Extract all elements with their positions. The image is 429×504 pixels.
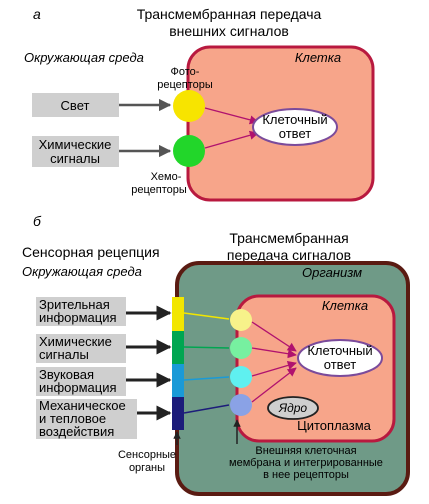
sense-organs-label-1: Сенсорные — [118, 449, 176, 461]
chemoreceptor-label-1: Хемо- — [151, 171, 182, 183]
sense-bar-mechanical — [172, 397, 184, 430]
input-chemical-label-1: Химические — [39, 137, 112, 152]
panel-b-response-label-1: Клеточный — [307, 343, 372, 358]
photoreceptor-label-1: Фото- — [171, 66, 200, 78]
panel-b-letter: б — [33, 213, 42, 229]
panel-a-environment-label: Окружающая среда — [24, 50, 144, 65]
panel-b-title-line-1: Трансмембранная — [229, 230, 348, 246]
membrane-label-1: Внешняя клеточная — [255, 445, 356, 457]
input-light-box — [32, 93, 119, 117]
photo-response-arrow — [204, 107, 259, 125]
panel-b-cell-label: Клетка — [322, 298, 368, 313]
chemoreceptor-circle — [173, 135, 205, 167]
input-chemical-b-label-1: Химические — [39, 334, 112, 349]
input-chemical-box — [32, 136, 119, 167]
sense-bar-visual — [172, 297, 184, 331]
input-mechanical-box — [36, 399, 137, 439]
input-light-label: Свет — [61, 98, 90, 113]
sense-bar-chemical — [172, 331, 184, 364]
mechanical-receptor-arrow — [183, 404, 230, 414]
input-chemical-b-box — [36, 334, 126, 363]
panel-b-response-label-2: ответ — [324, 357, 356, 372]
receptor-sound — [230, 366, 252, 388]
panel-a-cell-label: Клетка — [295, 50, 341, 65]
panel-b: б Сенсорная рецепция Трансмембранная пер… — [22, 213, 410, 496]
visual-receptor-arrow — [183, 312, 230, 320]
input-mechanical-label-3: воздействия — [39, 424, 114, 439]
organism-label: Организм — [302, 265, 362, 280]
panel-a-letter: а — [33, 6, 41, 22]
panel-b-response-ellipse — [297, 339, 383, 377]
panel-b-title-line-2: передача сигналов — [227, 247, 351, 263]
receptor-chemical — [230, 337, 252, 359]
panel-a-title-line-2: внешних сигналов — [169, 23, 289, 39]
panel-a: а Трансмембранная передача внешних сигна… — [24, 6, 375, 202]
panel-a-response-label-1: Клеточный — [262, 112, 327, 127]
response-arrow-1 — [251, 321, 297, 352]
panel-a-response-ellipse — [252, 108, 338, 146]
input-sound-label-2: информация — [39, 380, 117, 395]
panel-a-title-line-1: Трансмембранная передача — [137, 6, 322, 22]
nucleus — [267, 396, 319, 420]
chemical-receptor-arrow — [183, 346, 230, 349]
cytoplasm-label: Цитоплазма — [297, 418, 372, 433]
input-chemical-b-label-2: сигналы — [39, 347, 89, 362]
chemo-response-arrow — [204, 130, 259, 149]
response-arrow-3 — [251, 360, 297, 377]
response-arrow-2 — [251, 347, 297, 359]
receptor-mechanical — [230, 394, 252, 416]
receptor-visual — [230, 309, 252, 331]
input-chemical-label-2: сигналы — [50, 151, 100, 166]
sense-organs-label-2: органы — [129, 462, 165, 474]
response-arrow-4 — [251, 367, 297, 403]
panel-b-sensory-label: Сенсорная рецепция — [22, 244, 160, 260]
input-sound-label-1: Звуковая — [39, 367, 94, 382]
photoreceptor-label-2: рецепторы — [157, 79, 213, 91]
input-visual-label-1: Зрительная — [39, 297, 110, 312]
input-visual-box — [36, 297, 126, 326]
membrane-label-2: мембрана и интегрированные — [229, 457, 383, 469]
chemoreceptor-label-2: рецепторы — [131, 184, 187, 196]
panel-b-environment-label: Окружающая среда — [22, 264, 142, 279]
input-mechanical-label-1: Механическое — [39, 398, 126, 413]
nucleus-label: Ядро — [278, 401, 307, 415]
input-mechanical-label-2: и тепловое — [39, 411, 106, 426]
input-visual-label-2: информация — [39, 310, 117, 325]
sense-bar-sound — [172, 364, 184, 397]
photoreceptor-circle — [173, 90, 205, 122]
membrane-label-3: в нее рецепторы — [263, 469, 349, 481]
panel-a-response-label-2: ответ — [279, 126, 311, 141]
input-sound-box — [36, 367, 126, 396]
sound-receptor-arrow — [183, 376, 230, 381]
